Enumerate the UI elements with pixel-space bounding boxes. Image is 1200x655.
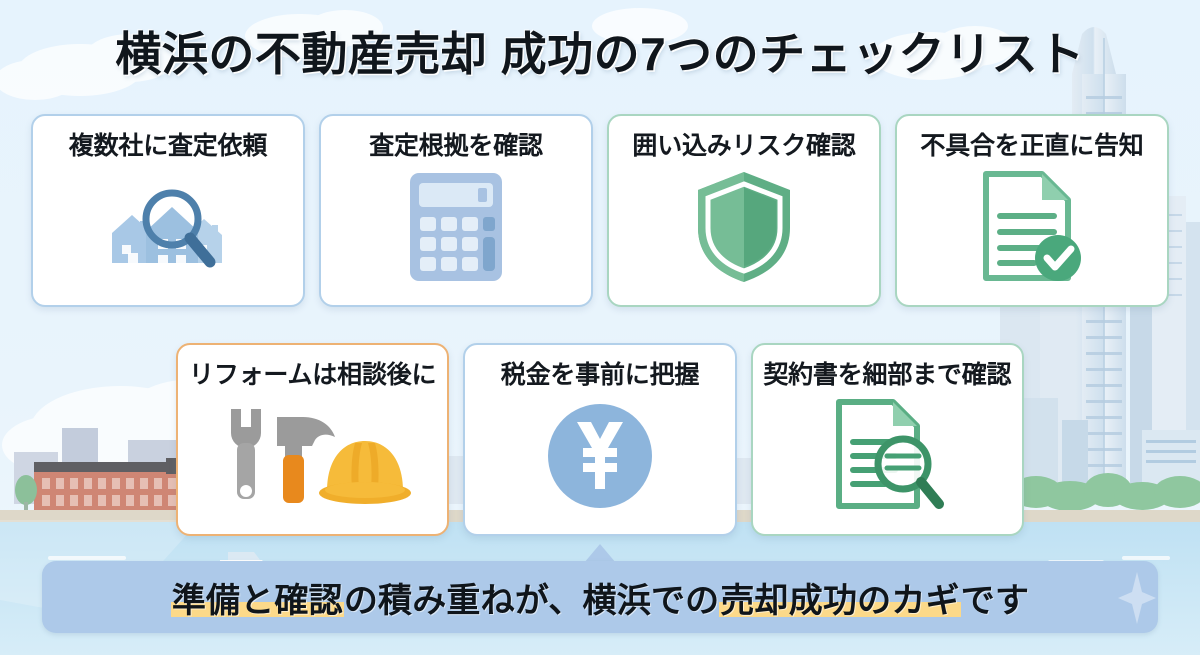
wrench-icon <box>230 409 261 500</box>
sparkle-icon <box>1118 572 1156 624</box>
card-5-label: リフォームは相談後に <box>189 361 437 389</box>
checklist-card-4[interactable]: 不具合を正直に告知 <box>895 114 1169 307</box>
hard-hat-icon <box>318 441 411 505</box>
yen-coin-icon <box>538 397 662 515</box>
summary-banner: 準備と確認の積み重ねが、横浜での売却成功のカギです <box>42 561 1158 633</box>
summary-segment-1: 準備と確認 <box>170 581 344 620</box>
calculator-icon <box>394 168 518 286</box>
page-title-wrap: 横浜の不動産売却 成功の7つのチェックリスト <box>0 18 1200 84</box>
document-check-icon <box>970 168 1094 286</box>
summary-segment-2: の積み重ねが、横浜での <box>343 581 720 620</box>
checklist-card-2[interactable]: 査定根拠を確認 <box>319 114 593 307</box>
checklist-card-5[interactable]: リフォームは相談後に <box>176 343 450 536</box>
checklist-row-1: 複数社に査定依頼 <box>31 114 1169 307</box>
banner-pointer <box>584 544 616 563</box>
card-2-label: 査定根拠を確認 <box>369 132 543 160</box>
card-1-label: 複数社に査定依頼 <box>68 132 268 160</box>
page-title: 横浜の不動産売却 成功の7つのチェックリスト <box>115 28 1085 80</box>
tools-hardhat-icon <box>213 397 413 515</box>
summary-segment-3: 売却成功のカギ <box>719 581 961 620</box>
card-4-label: 不具合を正直に告知 <box>920 132 1144 160</box>
summary-segment-4: です <box>960 581 1030 620</box>
card-7-label: 契約書を細部まで確認 <box>763 361 1012 389</box>
card-3-label: 囲い込みリスク確認 <box>632 132 856 160</box>
houses-magnifier-icon <box>106 168 230 286</box>
checklist-card-3[interactable]: 囲い込みリスク確認 <box>607 114 881 307</box>
document-magnifier-icon <box>825 397 949 515</box>
checklist-card-7[interactable]: 契約書を細部まで確認 <box>750 343 1024 536</box>
checklist-row-2: リフォームは相談後に <box>176 343 1024 536</box>
checklist-card-1[interactable]: 複数社に査定依頼 <box>31 114 305 307</box>
checklist-card-6[interactable]: 税金を事前に把握 <box>463 343 737 536</box>
summary-banner-text: 準備と確認の積み重ねが、横浜での売却成功のカギです <box>170 573 1030 622</box>
card-6-label: 税金を事前に把握 <box>500 361 700 389</box>
shield-icon <box>682 168 806 286</box>
hammer-icon <box>276 417 335 504</box>
